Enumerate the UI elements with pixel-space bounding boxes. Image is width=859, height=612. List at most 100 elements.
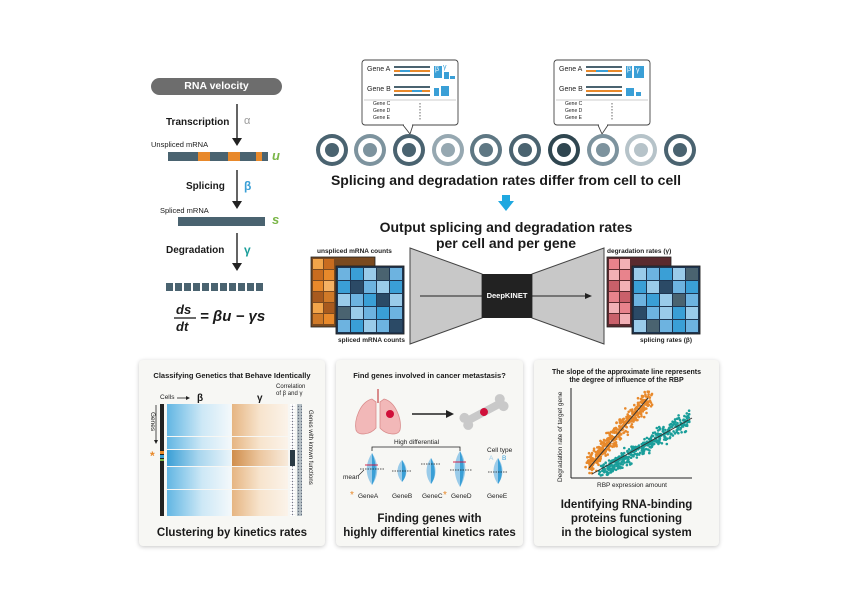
scatter-point [681,423,685,427]
scatter-point [606,465,610,469]
violin-genec [421,458,441,484]
scatter-point [677,428,680,431]
panel1-title: Classifying Genetics that Behave Identic… [153,371,311,380]
scatter-point [650,441,654,445]
output-line-2: per cell and per gene [435,235,577,251]
panel3-title-2: the degree of influence of the RBP [569,377,684,384]
scatter-point [605,448,609,451]
scatter-point [623,446,626,450]
scatter-point [671,420,674,424]
scatter-teal-points [597,409,691,477]
scatter-point [637,444,641,447]
scatter-point [640,415,643,418]
scatter-point [603,451,607,455]
deepkinet-label: DeepKINET [486,291,528,300]
violin-genea [360,453,384,485]
scatter-point [685,417,689,420]
scatter-point [606,453,609,456]
scatter-point [606,441,610,444]
scatter-point [615,421,618,424]
gene-label-d: GeneD [451,493,472,500]
callout1-beta: β [435,66,440,73]
scatter-point [608,449,611,452]
u-symbol: u [272,148,280,163]
scatter-point [644,393,647,396]
rna-velocity-title: RNA velocity [151,78,282,95]
scatter-point [611,431,615,434]
scatter-point [606,437,609,441]
scatter-point [592,447,596,451]
degradation-rates-label: degradation rates (γ) [607,248,672,255]
panel-differential [336,360,523,546]
panel3-ylabel: Degradation rate of target gene [557,391,564,482]
scatter-point [671,423,674,427]
gene-label-c: GeneC [422,493,443,500]
callout2-beta: β [627,66,632,73]
scatter-point [687,419,691,423]
scatter-point [630,445,633,449]
gamma-symbol: γ [244,243,251,257]
scatter-point [589,460,593,464]
scatter-point [637,453,641,456]
scatter-point [668,436,672,439]
splicing-label: Splicing [186,181,225,192]
scatter-point [626,459,629,463]
panel1-beta: β [197,393,204,404]
scatter-point [626,457,630,460]
scatter-point [626,451,630,454]
scatter-point [645,436,649,440]
corr-label-1: Correlation [276,384,306,390]
scatter-point [646,390,649,394]
scatter-point [626,413,629,416]
splicing-rates-label: splicing rates (β) [640,337,693,344]
callout1-gene-e: Gene E [373,115,390,121]
scatter-point [630,423,634,426]
scatter-point [622,431,625,435]
scatter-point [639,407,643,411]
high-differential-label: High differential [394,439,440,446]
scatter-point [613,443,617,446]
scatter-point [654,433,658,436]
scatter-point [624,429,627,433]
scatter-point [608,444,611,448]
scatter-point [590,451,594,455]
deepkinet-network [409,247,605,345]
scatter-point [633,452,637,456]
scatter-point [627,410,630,414]
scatter-point [608,434,612,437]
panel2-caption-2: highly differential kinetics rates [343,527,516,539]
scatter-point [602,444,605,448]
scatter-point [647,393,650,396]
scatter-point [628,463,632,466]
scatter-point [614,441,618,444]
scatter-point [677,414,680,417]
scatter-point [609,464,612,468]
scatter-point [643,390,646,394]
scatter-point [621,460,624,464]
transcription-label: Transcription [166,117,230,128]
violin-geneb [392,460,412,482]
callout1-gene-c: Gene C [373,101,391,107]
panel3-xlabel: RBP expression amount [597,482,667,489]
scatter-point [664,438,668,441]
corr-label-2: of β and γ [276,391,303,397]
scatter-point [607,459,611,462]
callout2-gene-d: Gene D [565,108,583,114]
scatter-point [618,437,622,441]
scatter-point [616,464,620,468]
scatter-point [605,470,609,474]
scatter-point [609,469,613,472]
scatter-point [598,470,602,474]
cells-label: Cells [160,394,175,401]
scatter-point [629,456,633,460]
scatter-point [605,431,608,435]
callout-box-1 [361,59,459,135]
scatter-point [687,409,691,413]
scatter-orange-points [584,390,654,475]
scatter-point [597,449,601,452]
scatter-point [595,453,598,457]
